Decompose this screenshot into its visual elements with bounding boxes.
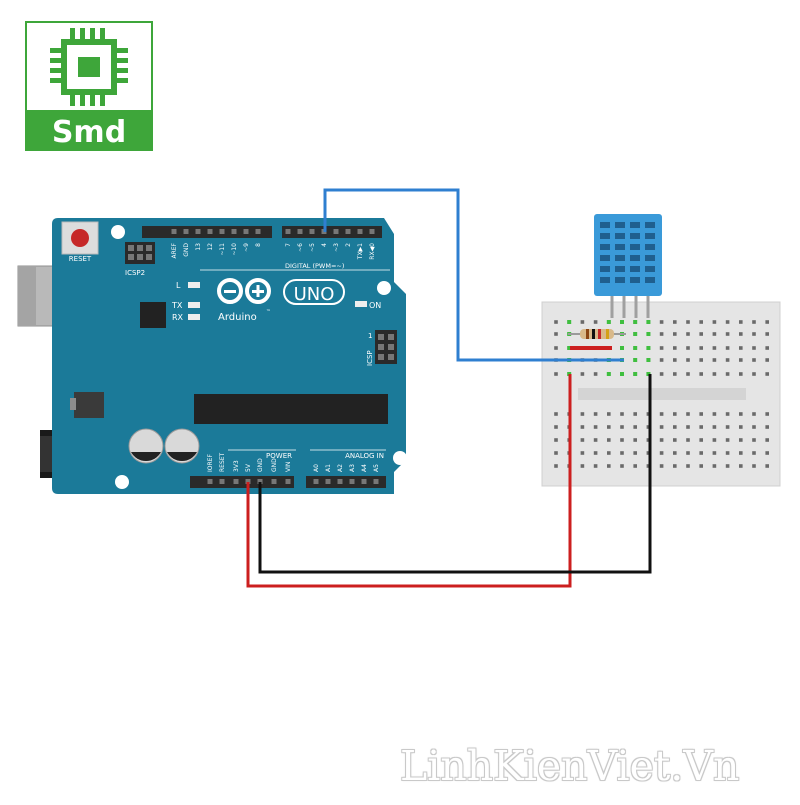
led-tx-label: TX [171,301,183,310]
icsp2-label: ICSP2 [125,269,145,277]
chip-icon [50,28,128,106]
icsp-pin1-label: 1 [368,332,372,340]
top-header-left [142,226,272,238]
usb-chip [140,302,166,328]
atmega-chip [194,394,388,424]
analog-pin-label: A0 [313,464,320,472]
top-pin-label: ~9 [243,243,250,252]
resistor [568,329,626,339]
power-pin-label: 3V3 [233,460,240,472]
voltage-regulator [74,392,104,418]
power-pin-label: IOREF [207,454,214,472]
led-rx-label: RX [172,313,184,322]
top-pin-label: 7 [285,243,292,247]
top-pin-label: GND [183,243,190,257]
icsp-header [375,330,397,364]
uno-badge [283,279,345,305]
power-label: POWER [266,452,292,460]
breadboard [541,301,781,487]
analog-pin-label: A1 [325,464,332,472]
icsp-label: ICSP [366,350,374,366]
top-pin-label: 4 [321,243,328,247]
capacitor-2 [164,428,200,464]
power-pin-label: GND [257,458,264,472]
reset-button [61,221,99,255]
digital-label: DIGITAL (PWM=~) [285,262,344,270]
data-wire [323,188,624,362]
arduino-trademark: ™ [266,309,271,315]
power-pin-label: RESET [219,452,226,472]
top-header-right [282,226,382,238]
analog-pin-label: A3 [349,464,356,472]
arduino-logo-icon [217,278,271,304]
uno-label: UNO [294,284,335,305]
analog-label: ANALOG IN [345,452,384,460]
top-pin-label: ~3 [333,243,340,252]
reset-label: RESET [69,255,92,263]
top-pin-label: ~10 [231,243,238,256]
capacitor-1 [128,428,164,464]
top-pin-label: RX◀0 [369,243,376,260]
top-pin-label: AREF [171,242,178,258]
logo-text: Smd [52,115,126,150]
icsp2-header [125,242,155,264]
top-pin-label: TX▶1 [357,243,364,260]
power-wire-5v [246,374,572,588]
power-header [190,476,294,488]
arduino-brand: Arduino [218,312,257,323]
dht11-sensor [594,214,662,318]
analog-pin-label: A4 [361,464,368,472]
ground-wire [258,374,652,574]
on-label: ON [369,301,381,310]
analog-pin-label: A5 [373,464,380,472]
smd-logo: Smd [25,21,153,151]
top-pin-label: ~11 [219,243,226,256]
watermark-text: LinhKienViet.Vn [400,742,740,790]
top-pin-label: 13 [195,243,202,251]
power-pin-label: VIN [285,462,292,472]
power-pin-label: GND [271,458,278,472]
top-pin-label: ~5 [309,243,316,252]
led-l-label: L [176,281,181,290]
pcb [52,218,406,494]
power-pin-label: 5V [245,463,252,472]
analog-pin-label: A2 [337,464,344,472]
top-pin-label: 8 [255,243,262,247]
top-pin-label: 2 [345,243,352,247]
top-pin-label: ~6 [297,243,304,252]
top-pin-label: 12 [207,243,214,251]
